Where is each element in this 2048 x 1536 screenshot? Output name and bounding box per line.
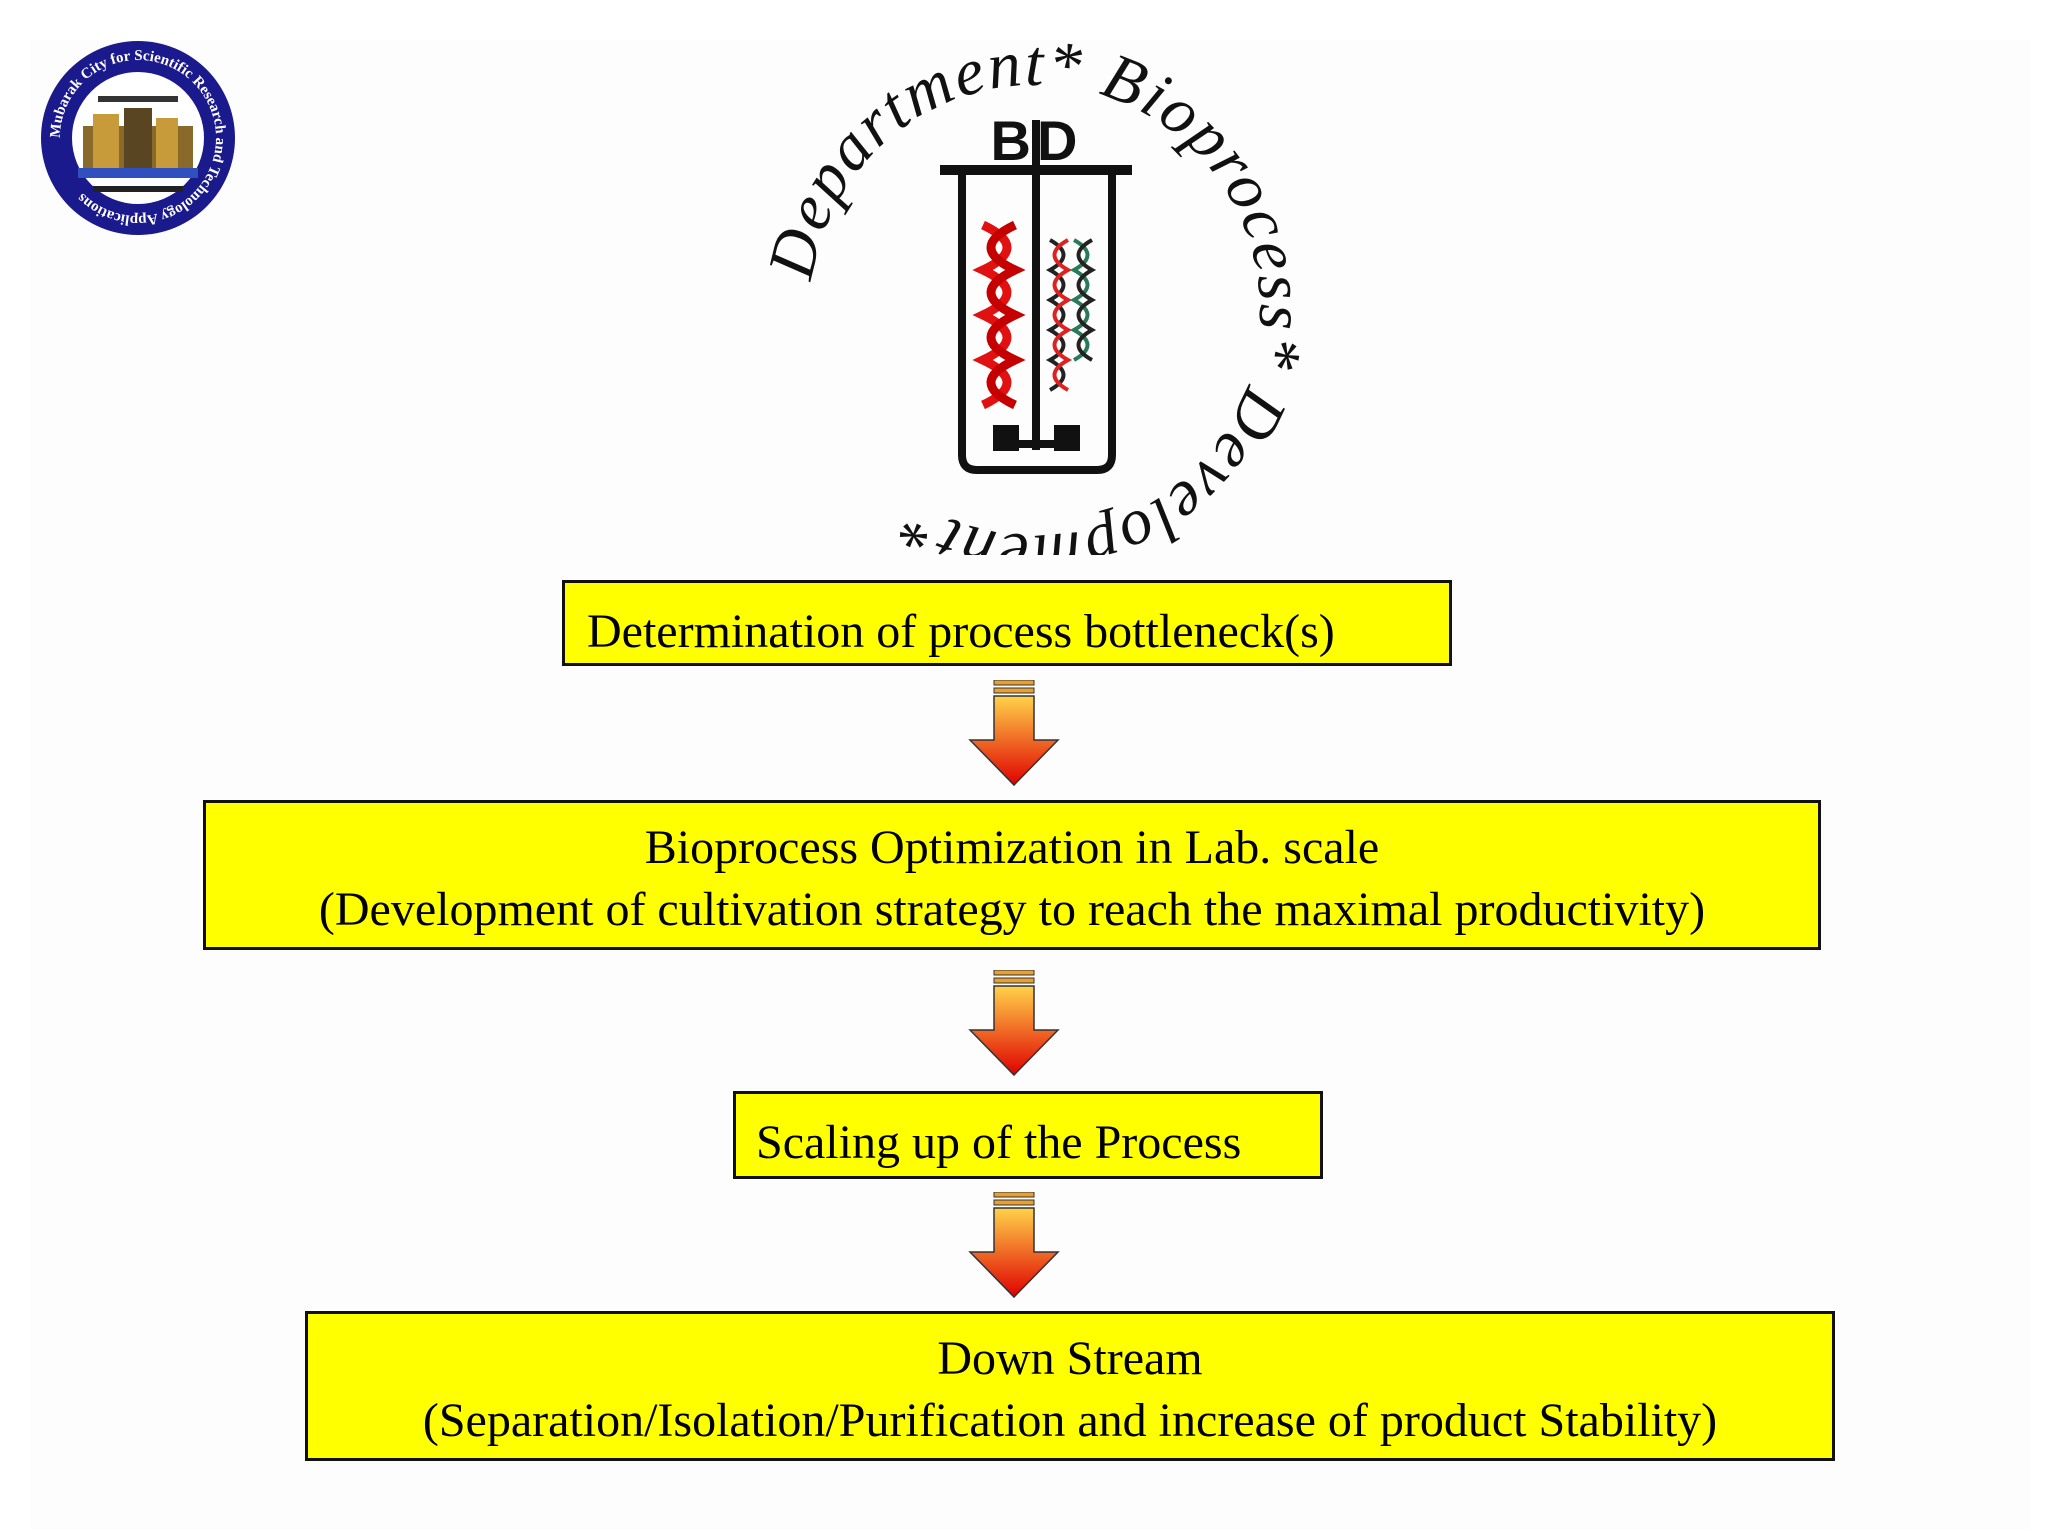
step-2-line-2: (Development of cultivation strategy to … [318, 883, 1706, 936]
step-4-line-2: (Separation/Isolation/Purification and i… [422, 1394, 1718, 1447]
arrow-down-1 [968, 680, 1060, 787]
step-bottleneck-box: Determination of process bottleneck(s) [562, 580, 1452, 666]
arrow-down-2 [968, 970, 1060, 1077]
university-seal-logo: Mubarak City for Scientific Research and… [41, 41, 235, 235]
bioprocess-department-logo: Department* Bioprocess* Development* BD [770, 27, 1300, 555]
step-4-line-1: Down Stream [937, 1332, 1203, 1385]
step-downstream-box: Down Stream (Separation/Isolation/Purifi… [305, 1311, 1835, 1461]
step-scaling-up-box: Scaling up of the Process [733, 1091, 1323, 1179]
step-lab-optimization-box: Bioprocess Optimization in Lab. scale (D… [203, 800, 1821, 950]
step-1-line-1: Determination of process bottleneck(s) [587, 605, 1335, 658]
arrow-down-3 [968, 1192, 1060, 1299]
step-2-line-1: Bioprocess Optimization in Lab. scale [644, 821, 1380, 874]
step-3-line-1: Scaling up of the Process [756, 1116, 1242, 1169]
